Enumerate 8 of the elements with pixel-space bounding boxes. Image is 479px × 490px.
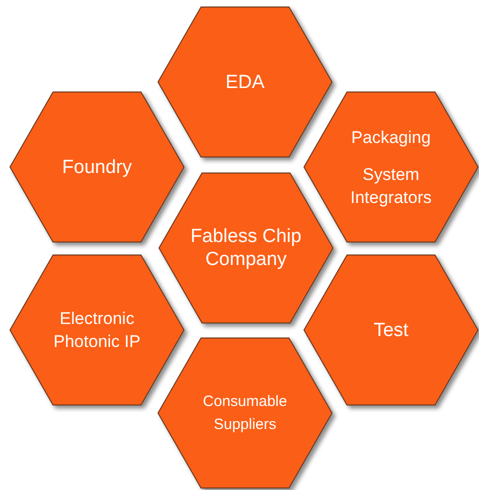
node-label: Packaging xyxy=(351,126,431,148)
node-label: Electronic Photonic IP xyxy=(52,308,142,353)
node-label: EDA xyxy=(225,70,265,94)
node-label: Consumable Suppliers xyxy=(202,392,288,435)
node-label: Test xyxy=(374,318,408,342)
node-label: Foundry xyxy=(62,156,132,178)
node-label: Fabless Chip Company xyxy=(190,225,302,271)
node-label: System Integrators xyxy=(349,164,433,208)
